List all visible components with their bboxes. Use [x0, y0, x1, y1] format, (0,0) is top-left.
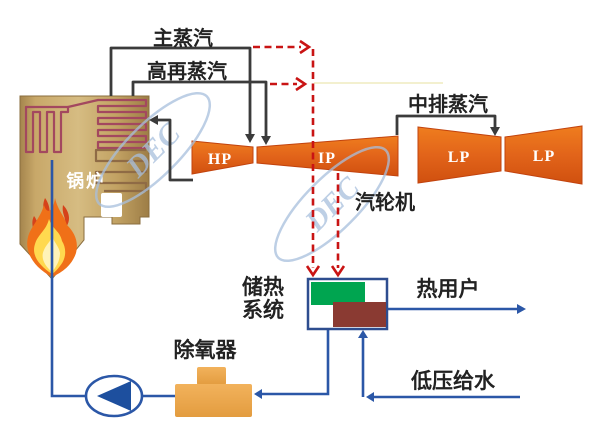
watermark-ellipse	[273, 145, 391, 263]
deaerator-label: 除氧器	[174, 338, 238, 362]
dashed-down-arrowhead-1	[305, 265, 321, 278]
lp-feedwater-label: 低压给水	[410, 369, 496, 393]
ip-turbine	[256, 135, 399, 177]
ip-exhaust-label: 中排蒸汽	[408, 92, 488, 116]
storage-hot-tank	[311, 282, 365, 305]
black-arrowheads	[149, 115, 500, 145]
reheater-coil-dense	[96, 98, 148, 150]
cold-reheat-line	[157, 118, 193, 182]
heat-user-arrowhead	[517, 304, 526, 314]
heat-user-label: 热用户	[417, 277, 480, 301]
hp-turbine	[191, 140, 254, 175]
hp-label: HP	[208, 151, 232, 168]
storage-label-line2: 系统	[242, 298, 284, 322]
lp-right-label: LP	[533, 148, 555, 165]
dashed-right-arrowhead-2	[295, 76, 308, 92]
coil-diagonal-pipe	[66, 98, 100, 109]
furnace-flame	[27, 198, 77, 277]
lp-turbine-left	[417, 126, 502, 184]
feedwater-pump	[84, 374, 144, 418]
lp-inlet-arrowhead	[490, 127, 500, 136]
ip-label: IP	[318, 150, 336, 167]
boiler-coils	[24, 98, 148, 154]
hp-inlet-arrowhead	[245, 134, 255, 143]
heat-storage-group: 储热 系统	[242, 275, 389, 331]
left-coil-serpentine	[24, 105, 70, 154]
boiler-label: 锅炉	[67, 171, 106, 191]
storage-inlet-arrowhead	[358, 330, 368, 338]
blue-arrowheads	[254, 304, 526, 402]
deaerator-inlet-arrowhead	[254, 389, 262, 399]
hot-reheat-line	[131, 80, 268, 137]
main-steam-label: 主蒸汽	[153, 26, 213, 50]
steam-lines-black	[109, 46, 497, 182]
boiler-bottom-notch	[101, 193, 122, 217]
lp-left-label: LP	[448, 149, 470, 166]
deaerator-dome	[197, 367, 226, 385]
deaerator-group: 除氧器	[174, 338, 252, 417]
pump-direction-triangle-icon	[97, 381, 131, 411]
steam-turbine-caption: 汽轮机	[355, 190, 415, 214]
dashed-down-arrowhead-2	[330, 265, 346, 278]
ip-inlet-arrowhead	[261, 136, 271, 145]
boiler-group: 锅炉	[19, 95, 150, 280]
main-steam-line	[109, 46, 252, 135]
red-arrowheads	[295, 39, 346, 278]
storage-to-deaerator-line	[262, 329, 330, 396]
dashed-right-arrowhead-1	[299, 39, 312, 55]
storage-label-line1: 储热	[242, 275, 284, 299]
hot-reheat-label: 高再蒸汽	[147, 59, 227, 83]
storage-cold-tank	[333, 302, 386, 327]
flame-wisp-2	[62, 205, 70, 230]
ip-exhaust-line	[395, 114, 497, 135]
deaerator-tank	[175, 384, 252, 417]
economizer-coil-loose	[94, 148, 148, 193]
turbine-group: HP IP LP LP	[191, 125, 583, 185]
storage-charging-lines	[253, 45, 340, 268]
lp-turbine-right	[504, 125, 583, 185]
feedwater-lines	[50, 160, 520, 399]
reheater-inlet-arrowhead	[149, 115, 158, 125]
lp-feedwater-arrowhead	[366, 392, 374, 402]
